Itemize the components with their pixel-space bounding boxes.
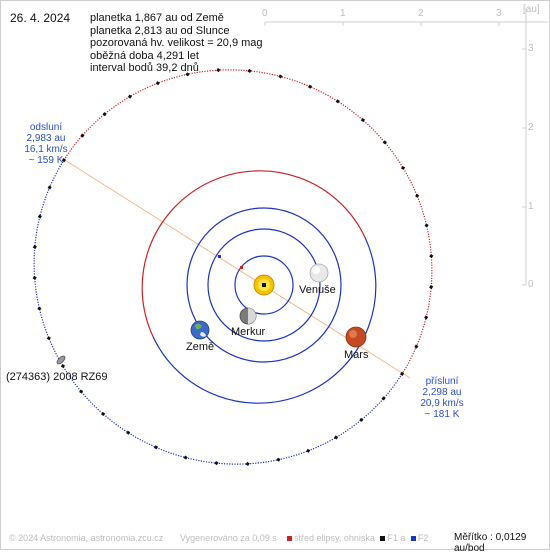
orbit-interval-point [79, 389, 84, 394]
orbit-interval-point [185, 72, 190, 77]
orbit-interval-point [306, 448, 311, 453]
aphelion-speed: 16,1 km/s [24, 144, 68, 155]
orbit-interval-point [382, 140, 387, 145]
asteroid-info: planetka 1,867 au od Země planetka 2,813… [90, 12, 263, 75]
orbit-interval-point [80, 133, 85, 138]
mercury [239, 307, 257, 325]
orbit-interval-point [399, 371, 405, 376]
copyright-text: © 2024 Astronomia, astronomia.zcu.cz [9, 533, 164, 543]
info-magnitude: pozorovaná hv. velikost = 20,9 mag [90, 37, 263, 50]
y-tick-1: 1 [528, 201, 534, 212]
mercury-orbit [234, 255, 294, 315]
orbit-interval-point [216, 68, 221, 73]
ellipse-center-marker [240, 266, 243, 269]
legend-f1-swatch [380, 536, 386, 542]
orbit-interval-point [153, 445, 159, 450]
y-tick-2: 2 [528, 122, 534, 133]
aphelion-title: odsluní [29, 122, 63, 133]
orbit-interval-point [101, 411, 106, 416]
orbit-interval-point [424, 315, 429, 320]
axis-unit: [au] [523, 4, 540, 15]
orbit-interval-point [400, 165, 406, 171]
orbit-interval-point [359, 417, 364, 422]
aphelion-temp: ~ 159 K [28, 155, 64, 166]
orbit-interval-point [32, 275, 37, 280]
orbit-interval-point [46, 336, 51, 341]
mercury-orbit-marker [218, 255, 221, 258]
orbit-interval-point [276, 457, 281, 462]
orbit-interval-point [307, 84, 313, 89]
earth-label: Země [186, 341, 215, 353]
aphelion-distance: 2,983 au [26, 133, 66, 144]
axis-lines [264, 8, 548, 286]
orbit-interval-point [155, 81, 160, 86]
x-tick-3: 3 [496, 8, 502, 19]
mars-label: Mars [344, 349, 369, 361]
orbit-interval-point [37, 214, 42, 219]
orbit-interval-point [414, 344, 419, 349]
asteroid-orbit [32, 68, 434, 466]
asteroid-name: (274363) 2008 RZ69 [6, 371, 108, 383]
orbit-interval-point [61, 158, 67, 163]
orbit-interval-point [47, 185, 52, 190]
generated-time: Vygenerováno za 0,09 s [180, 533, 277, 543]
mercury-label: Merkur [231, 326, 266, 338]
x-tick-1: 1 [340, 8, 346, 19]
orbit-interval-point [333, 435, 339, 440]
info-period: oběžná doba 4,291 let [90, 49, 199, 62]
orbit-interval-point [126, 430, 131, 435]
orbit-interval-point [245, 461, 250, 466]
venus-label: Venuše [299, 284, 336, 296]
perihelion-title: přísluní [425, 376, 459, 387]
earth-orbit [186, 207, 342, 363]
x-tick-2: 2 [418, 8, 424, 19]
orbit-interval-point [183, 455, 188, 460]
asteroid-marker [56, 355, 66, 365]
perihelion-temp: ~ 181 K [424, 409, 460, 420]
legend-f2-swatch [410, 536, 416, 542]
y-tick-0: 0 [528, 279, 534, 290]
scale-label: Měřítko : 0,0129 au/bod [454, 532, 527, 554]
mars [345, 326, 367, 348]
orbit-interval-point [214, 461, 219, 466]
orbit-interval-point [37, 306, 42, 311]
orbit-interval-point [247, 68, 252, 73]
info-interval: interval bodů 39,2 dnů [90, 62, 199, 75]
orbit-interval-point [429, 254, 434, 259]
orbit-interval-point [102, 112, 107, 117]
venus [309, 263, 329, 283]
legend: střed elipsy, ohniska F1 a F2 [284, 533, 428, 543]
legend-f2-label: F2 [417, 533, 429, 543]
orbit-interval-point [278, 74, 283, 79]
orbit-interval-point [381, 396, 386, 401]
orbit-interval-point [32, 244, 37, 250]
orbit-interval-point [127, 94, 133, 99]
perihelion-distance: 2,298 au [422, 387, 462, 398]
orbit-interval-point [360, 118, 365, 123]
orbit-interval-point [424, 223, 429, 228]
orbit-interval-point [60, 363, 66, 369]
legend-f1-label: F1 a [387, 533, 406, 543]
x-tick-0: 0 [262, 8, 268, 19]
y-tick-3: 3 [528, 43, 534, 54]
venus-orbit [207, 228, 321, 342]
orbit-interval-point [335, 99, 340, 104]
sun [253, 274, 275, 296]
legend-center-label: střed elipsy, ohniska [294, 533, 375, 543]
orbit-interval-point [429, 284, 434, 290]
info-earth-distance: planetka 1,867 au od Země [90, 12, 224, 24]
date-label: 26. 4. 2024 [10, 11, 71, 25]
perihelion-label: přísluní 2,298 au 20,9 km/s ~ 181 K [416, 376, 468, 420]
earth [190, 320, 210, 340]
mars-orbit [141, 170, 377, 404]
orbit-interval-point [415, 193, 420, 198]
perihelion-speed: 20,9 km/s [420, 398, 464, 409]
aphelion-label: odsluní 2,983 au 16,1 km/s ~ 159 K [18, 122, 74, 166]
legend-center-swatch [287, 536, 292, 542]
info-sun-distance: planetka 2,813 au od Slunce [90, 24, 230, 37]
